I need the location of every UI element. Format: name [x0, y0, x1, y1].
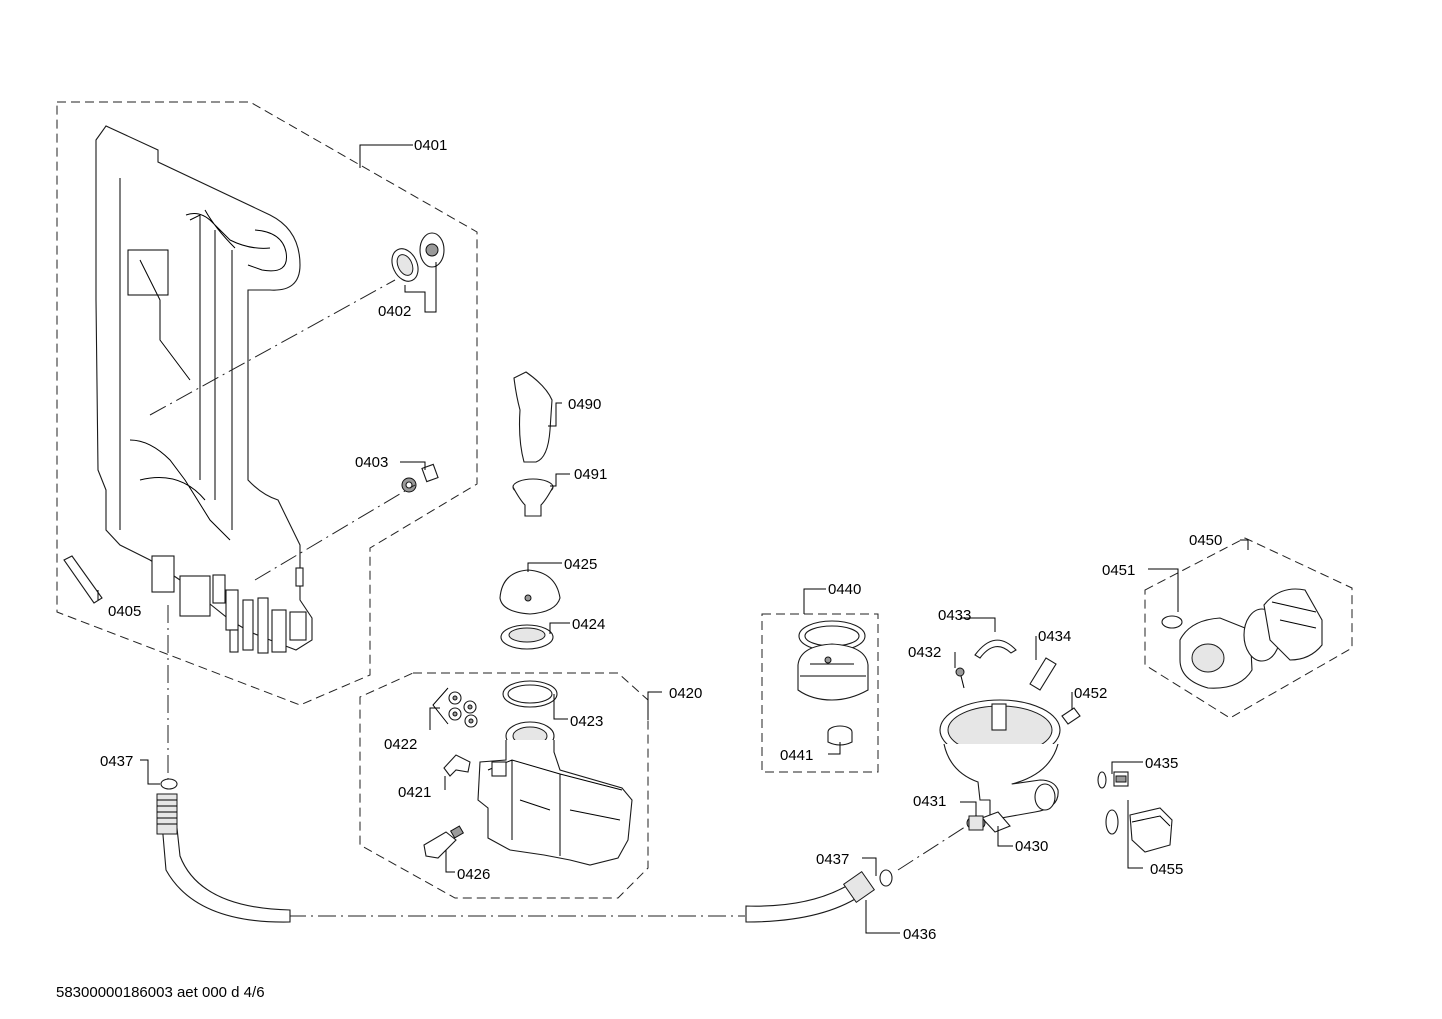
group-boundary-0420 [359, 672, 649, 899]
axis-line [254, 484, 416, 581]
callout-0435: 0435 [1145, 755, 1178, 772]
part-0431-fitting [966, 815, 986, 831]
part-0426-sensor [423, 825, 465, 859]
part-0435-connector [1097, 771, 1129, 789]
part-0440-impeller-housing [797, 620, 869, 701]
part-0441-impeller [827, 725, 853, 746]
leader-lines [97, 144, 1249, 934]
callout-0420: 0420 [669, 685, 702, 702]
callout-0450: 0450 [1189, 532, 1222, 549]
callout-0401: 0401 [414, 137, 447, 154]
callout-0405: 0405 [108, 603, 141, 620]
part-0433-clamp [974, 639, 1017, 659]
part-0455-block [1105, 807, 1173, 853]
part-0437-drain-hose-right [745, 869, 893, 923]
part-0490-spout [513, 371, 553, 463]
callout-0441: 0441 [780, 747, 813, 764]
callout-0424: 0424 [572, 616, 605, 633]
part-0434-latch [1029, 657, 1057, 691]
part-0422-small-seals [432, 687, 478, 728]
part-0452-clip [1061, 707, 1081, 725]
part-0491-funnel [512, 478, 554, 517]
callout-0490: 0490 [568, 396, 601, 413]
callout-0491: 0491 [574, 466, 607, 483]
callout-0432: 0432 [908, 644, 941, 661]
callout-0440: 0440 [828, 581, 861, 598]
part-0401-base-panel [95, 125, 313, 654]
callout-0436: 0436 [903, 926, 936, 943]
part-0420-sump [477, 721, 633, 866]
callout-0423: 0423 [570, 713, 603, 730]
callout-0452: 0452 [1074, 685, 1107, 702]
callout-0430: 0430 [1015, 838, 1048, 855]
callout-0426: 0426 [457, 866, 490, 883]
callout-0434: 0434 [1038, 628, 1071, 645]
group-boundary-0440 [761, 613, 879, 773]
callout-0422: 0422 [384, 736, 417, 753]
part-0424-nut [500, 624, 554, 650]
axis-line [149, 279, 396, 416]
callout-0402: 0402 [378, 303, 411, 320]
callout-0425: 0425 [564, 556, 597, 573]
callout-0455: 0455 [1150, 861, 1183, 878]
part-0425-cap [499, 569, 561, 615]
drawing-code: 58300000186003 aet 000 d 4/6 [56, 984, 265, 1001]
callout-0421: 0421 [398, 784, 431, 801]
callout-0451: 0451 [1102, 562, 1135, 579]
callout-0431: 0431 [913, 793, 946, 810]
axis-line [897, 824, 969, 871]
group-boundary-0450 [1144, 537, 1353, 719]
part-0437-drain-hose-left [156, 778, 291, 923]
part-0402-seal-filter [391, 232, 445, 282]
callout-0437-right: 0437 [816, 851, 849, 868]
part-0430-pump-sump [939, 699, 1061, 833]
part-0405-clip [63, 555, 103, 604]
part-0403-fittings [401, 463, 439, 493]
part-0450-circulation-pump [1161, 588, 1323, 689]
part-0432-screw [955, 667, 965, 689]
part-0421-bracket [443, 754, 471, 777]
callout-0433: 0433 [938, 607, 971, 624]
callout-0437-left: 0437 [100, 753, 133, 770]
group-boundary-0401 [56, 101, 478, 706]
callout-0403: 0403 [355, 454, 388, 471]
